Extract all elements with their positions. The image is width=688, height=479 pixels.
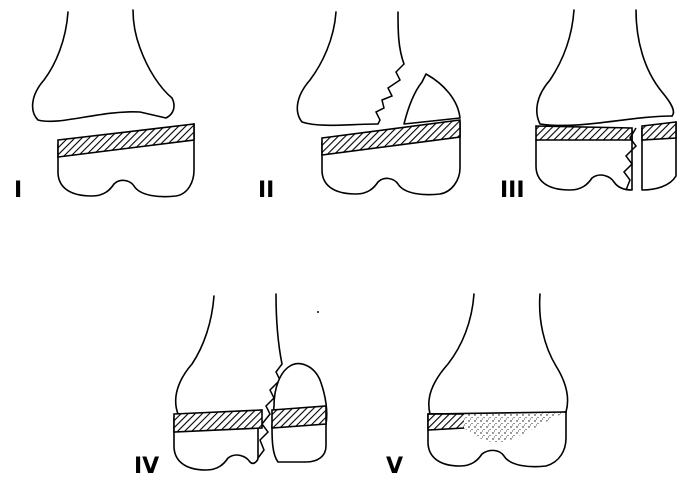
panel-type-i: I [14, 10, 194, 203]
metaphysis-shape [176, 296, 214, 414]
scan-speck [317, 311, 319, 313]
panel-type-iii: III [500, 10, 676, 203]
panel-type-v: V [386, 294, 568, 479]
metaphysis-shape [537, 10, 672, 125]
metaphysis-shape [297, 12, 378, 125]
metaphysis-shape-right [636, 10, 674, 116]
metaphysis-shape-right [276, 294, 282, 364]
metaphysis-shape [33, 10, 174, 121]
compressed-growth-plate [428, 414, 468, 430]
panel-label-v: V [386, 454, 403, 479]
metaphysis-shape [429, 294, 474, 414]
metaphyseal-fragment [404, 74, 460, 124]
panel-label-ii: II [258, 178, 274, 203]
growth-plate-right [642, 122, 676, 140]
panel-type-iv: IV [134, 294, 327, 479]
fracture-line [376, 64, 404, 124]
panel-type-ii: II [258, 12, 460, 203]
panel-label-iii: III [500, 178, 525, 203]
metaphysis-shape-right [540, 294, 568, 412]
growth-plate-right [272, 406, 326, 428]
metaphysis-shape-right [398, 12, 404, 64]
growth-plate-left [174, 410, 262, 432]
panel-label-iv: IV [134, 454, 159, 479]
growth-plate-left [536, 126, 632, 140]
panel-label-i: I [14, 178, 22, 203]
